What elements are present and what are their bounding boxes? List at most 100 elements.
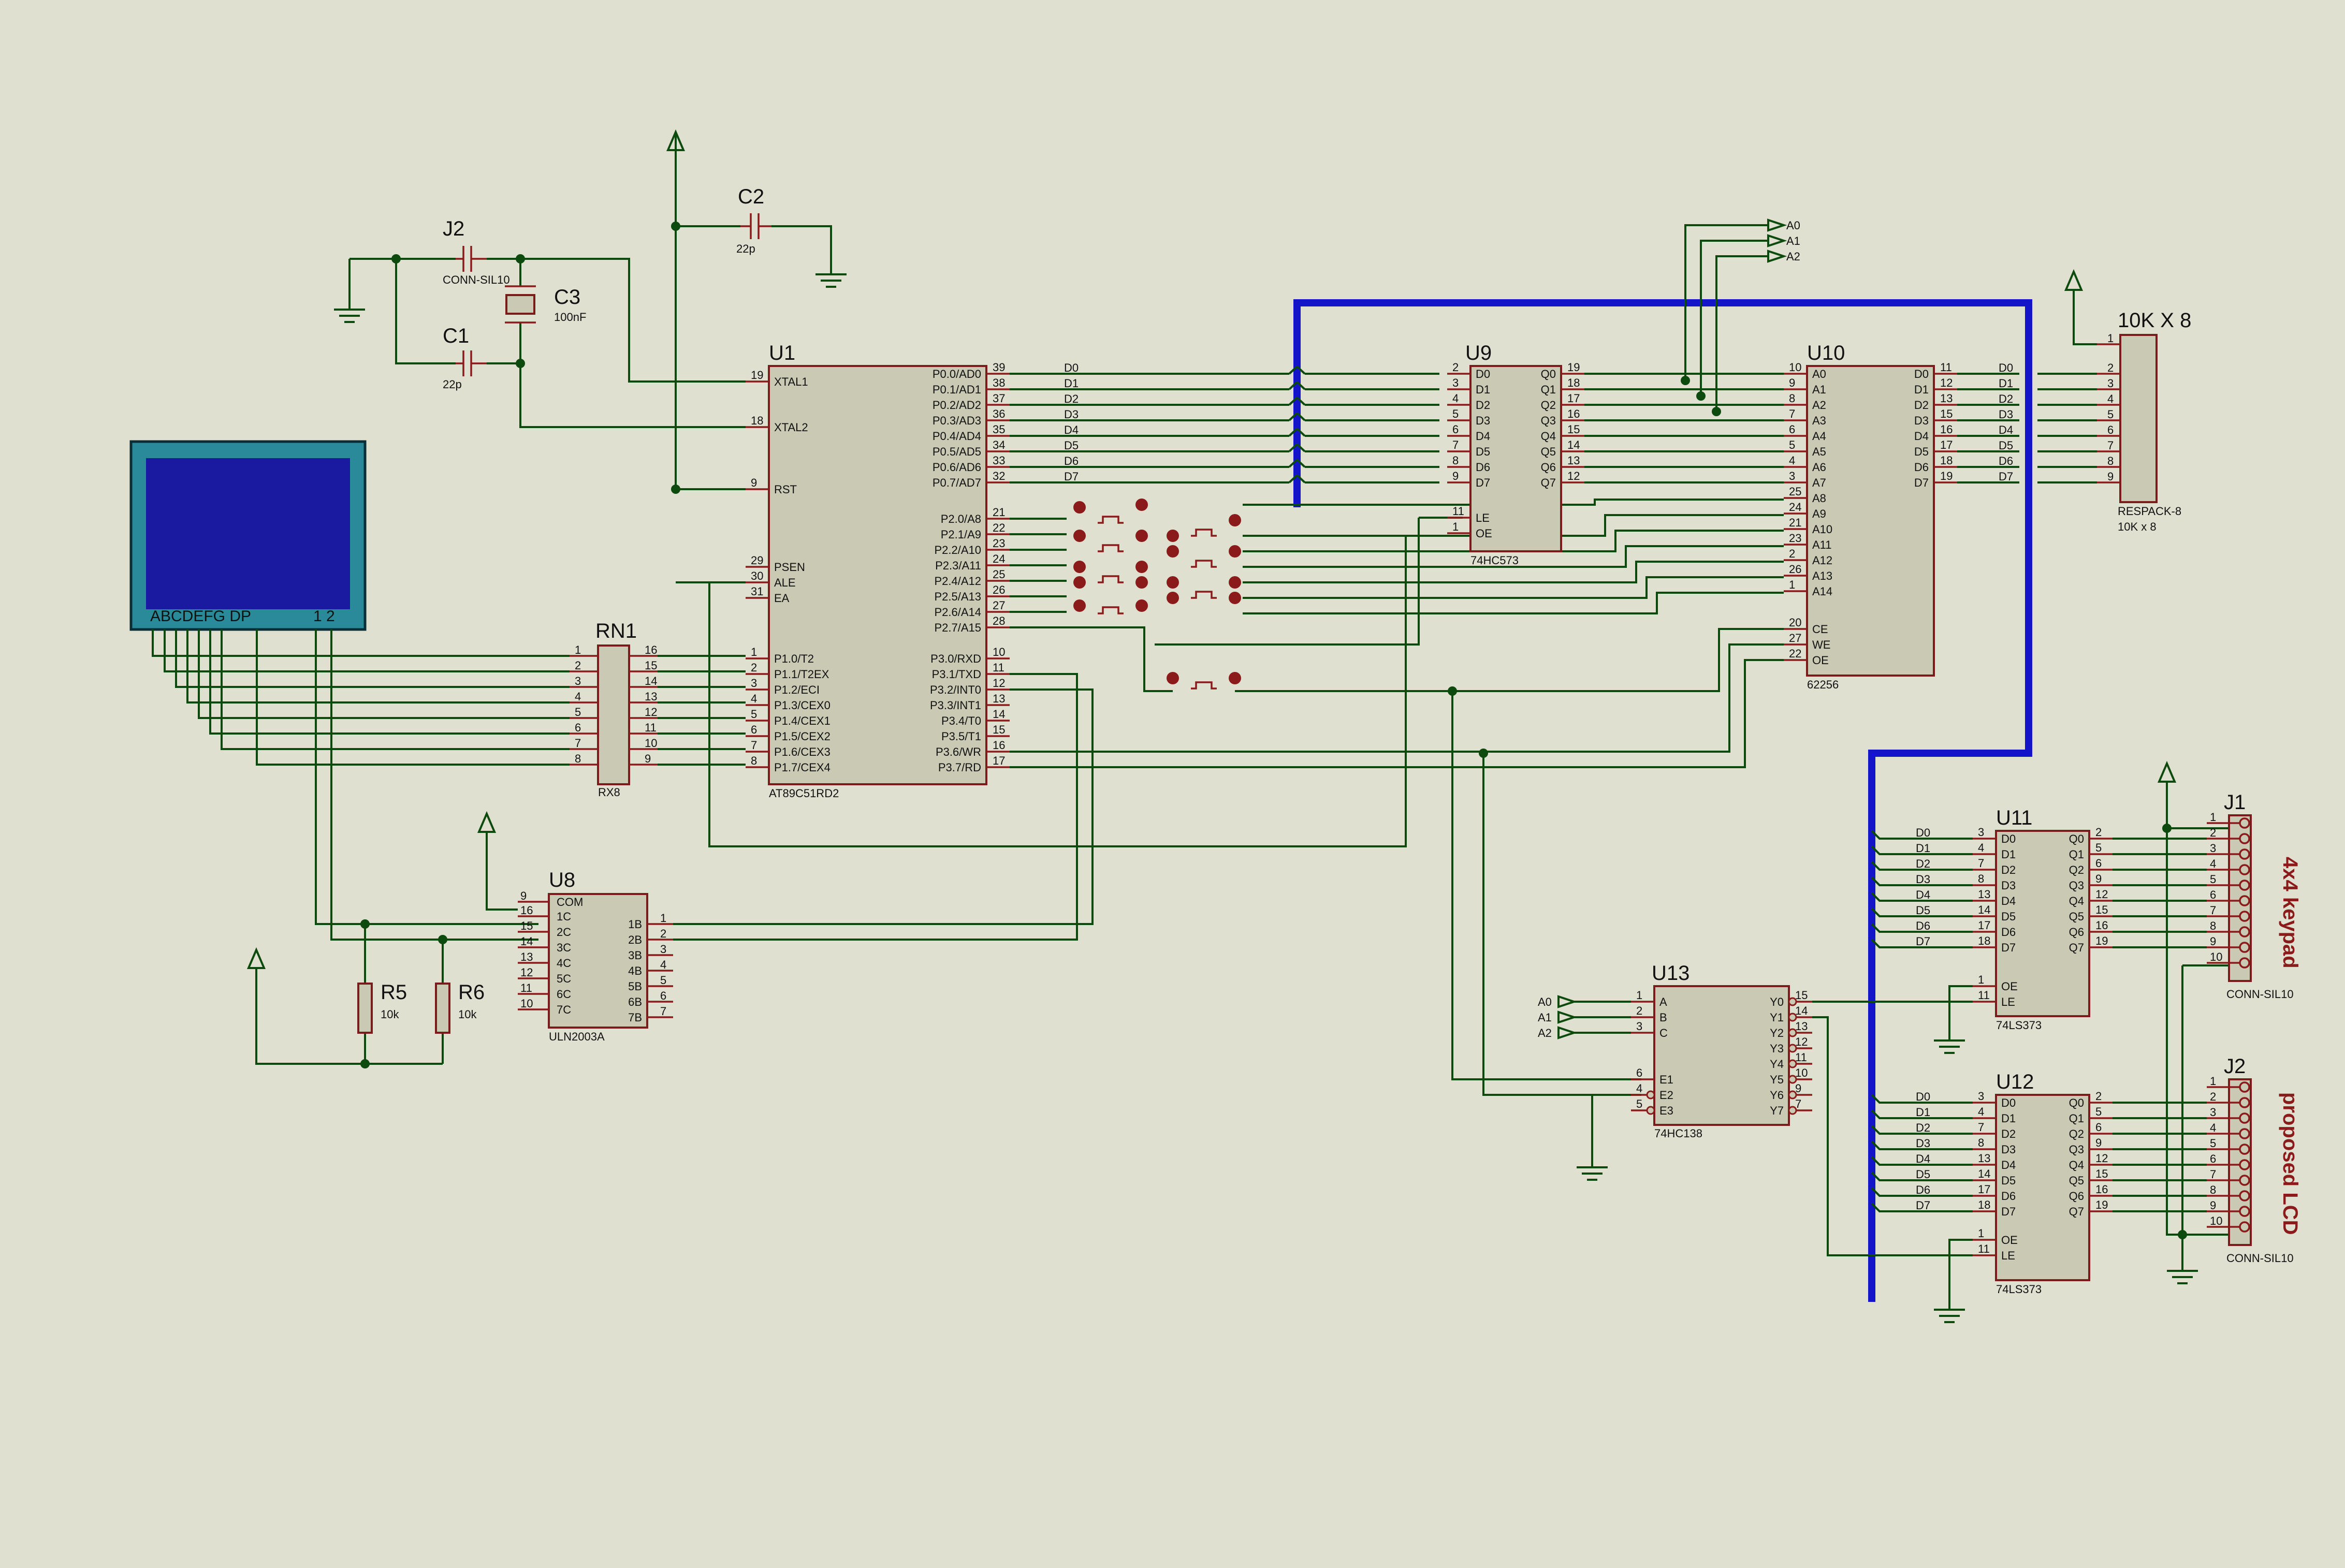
svg-text:U11: U11 <box>1996 807 2032 829</box>
svg-text:COM: COM <box>557 896 583 908</box>
pin-label: D2 <box>2001 1127 2016 1140</box>
pin-number: 15 <box>1567 423 1580 436</box>
svg-text:6: 6 <box>2107 423 2114 436</box>
pin-label: EA <box>774 592 790 605</box>
pin-number: 7 <box>1452 438 1459 451</box>
c2-value: 22p <box>443 378 462 391</box>
pin-label: P0.2/AD2 <box>933 399 981 412</box>
svg-text:9: 9 <box>520 889 527 902</box>
pin-label: D0 <box>2001 832 2016 845</box>
c1-ref: J2 <box>443 217 464 240</box>
pin-number: 4 <box>1978 1105 1984 1118</box>
pin-number: 4 <box>1636 1082 1642 1095</box>
pin-number: 9 <box>2095 1136 2102 1149</box>
svg-text:D4: D4 <box>1999 423 2013 436</box>
svg-text:D0: D0 <box>1999 361 2013 374</box>
pin-label: C <box>1659 1027 1668 1039</box>
svg-text:A0: A0 <box>1538 995 1552 1008</box>
pin-number: 7 <box>1978 1121 1984 1134</box>
pin-label: P0.0/AD0 <box>933 368 981 380</box>
pin-label: E1 <box>1659 1073 1673 1086</box>
pin-label: D2 <box>2001 863 2016 876</box>
pin-number: 24 <box>993 552 1005 565</box>
pin-number: 32 <box>993 470 1005 482</box>
pin-number: 22 <box>993 521 1005 534</box>
pin-number: 5 <box>2095 841 2102 854</box>
pin-number: 4 <box>1789 454 1795 467</box>
pin-number: 7 <box>1795 1097 1801 1110</box>
pin-number: 13 <box>1795 1020 1808 1033</box>
pin-number: 1 <box>751 646 757 658</box>
pin-number: 2 <box>2095 826 2102 839</box>
pin-label: D4 <box>1914 430 1929 443</box>
u11-latch: U11 74LS373 3D04D17D28D313D414D517D618D7… <box>1973 807 2113 1032</box>
svg-text:9: 9 <box>2107 470 2114 483</box>
pin-number: 36 <box>993 407 1005 420</box>
pin-number: 11 <box>1452 505 1464 518</box>
svg-text:74HC138: 74HC138 <box>1654 1127 1702 1140</box>
svg-text:10: 10 <box>520 997 533 1010</box>
pin-number: 6 <box>2095 1121 2102 1134</box>
pin-number: 14 <box>1978 1167 1990 1180</box>
seven-segment-display: ABCDEFG DP 1 2 <box>129 440 367 631</box>
svg-text:D3: D3 <box>1064 408 1079 421</box>
pin-number: 28 <box>993 614 1005 627</box>
pin-label: PSEN <box>774 561 805 574</box>
pin-label: D7 <box>2001 941 2016 954</box>
svg-text:9: 9 <box>2210 935 2216 948</box>
pin-label: Y4 <box>1770 1058 1784 1071</box>
svg-text:6: 6 <box>575 721 581 734</box>
pin-label: P3.2/INT0 <box>930 683 981 696</box>
pin-number: 12 <box>1940 376 1953 389</box>
pin-number: 16 <box>1567 407 1580 420</box>
pin-number: 3 <box>1452 376 1459 389</box>
svg-text:8: 8 <box>575 752 581 765</box>
pin-number: 1 <box>1789 578 1795 591</box>
display-wires <box>152 629 570 941</box>
pin-label: Y3 <box>1770 1042 1784 1055</box>
pin-label: Q0 <box>2069 832 2084 845</box>
pin-number: 15 <box>1795 989 1808 1002</box>
svg-text:3: 3 <box>2210 842 2216 855</box>
svg-text:13: 13 <box>520 950 533 963</box>
pin-label: E2 <box>1659 1089 1673 1102</box>
pin-number: 4 <box>751 692 757 705</box>
pin-label: D4 <box>2001 1159 2016 1171</box>
svg-text:7C: 7C <box>557 1003 571 1016</box>
svg-text:A1: A1 <box>1786 235 1800 247</box>
svg-text:D0: D0 <box>1064 361 1079 374</box>
pin-number: 12 <box>1795 1035 1808 1048</box>
pin-number: 4 <box>1978 841 1984 854</box>
r6-value: 10k <box>458 1008 477 1021</box>
oscillator-wires <box>348 150 832 583</box>
svg-text:16: 16 <box>645 643 657 656</box>
svg-text:62256: 62256 <box>1807 678 1839 691</box>
svg-text:D1: D1 <box>1064 377 1079 390</box>
svg-text:5: 5 <box>660 974 666 987</box>
pin-label: D5 <box>2001 1174 2016 1187</box>
pin-label: Y0 <box>1770 995 1784 1008</box>
svg-text:4: 4 <box>2107 392 2114 405</box>
pin-number: 17 <box>1978 1183 1990 1196</box>
svg-text:16: 16 <box>520 904 533 917</box>
pin-label: D0 <box>1914 368 1929 380</box>
pin-number: 7 <box>1789 407 1795 420</box>
svg-text:U8: U8 <box>549 869 575 891</box>
svg-text:D1: D1 <box>1916 842 1930 855</box>
pin-number: 11 <box>1940 361 1952 374</box>
pin-number: 13 <box>1940 392 1953 405</box>
pin-label: D7 <box>1476 476 1490 489</box>
u1-microcontroller: U1 AT89C51RD2 19XTAL118XTAL29RST29PSEN30… <box>746 342 1010 800</box>
svg-text:2: 2 <box>575 659 581 672</box>
pin-number: 21 <box>993 506 1005 519</box>
pin-number: 1 <box>1636 989 1642 1002</box>
pin-label: Q7 <box>2069 941 2084 954</box>
pin-label: D7 <box>1914 476 1929 489</box>
pin-label: P2.1/A9 <box>941 528 981 541</box>
pin-number: 3 <box>1978 826 1984 839</box>
pin-label: D4 <box>2001 895 2016 907</box>
svg-text:4: 4 <box>2210 857 2216 870</box>
pin-number: 27 <box>1789 632 1801 644</box>
svg-text:5: 5 <box>575 706 581 719</box>
